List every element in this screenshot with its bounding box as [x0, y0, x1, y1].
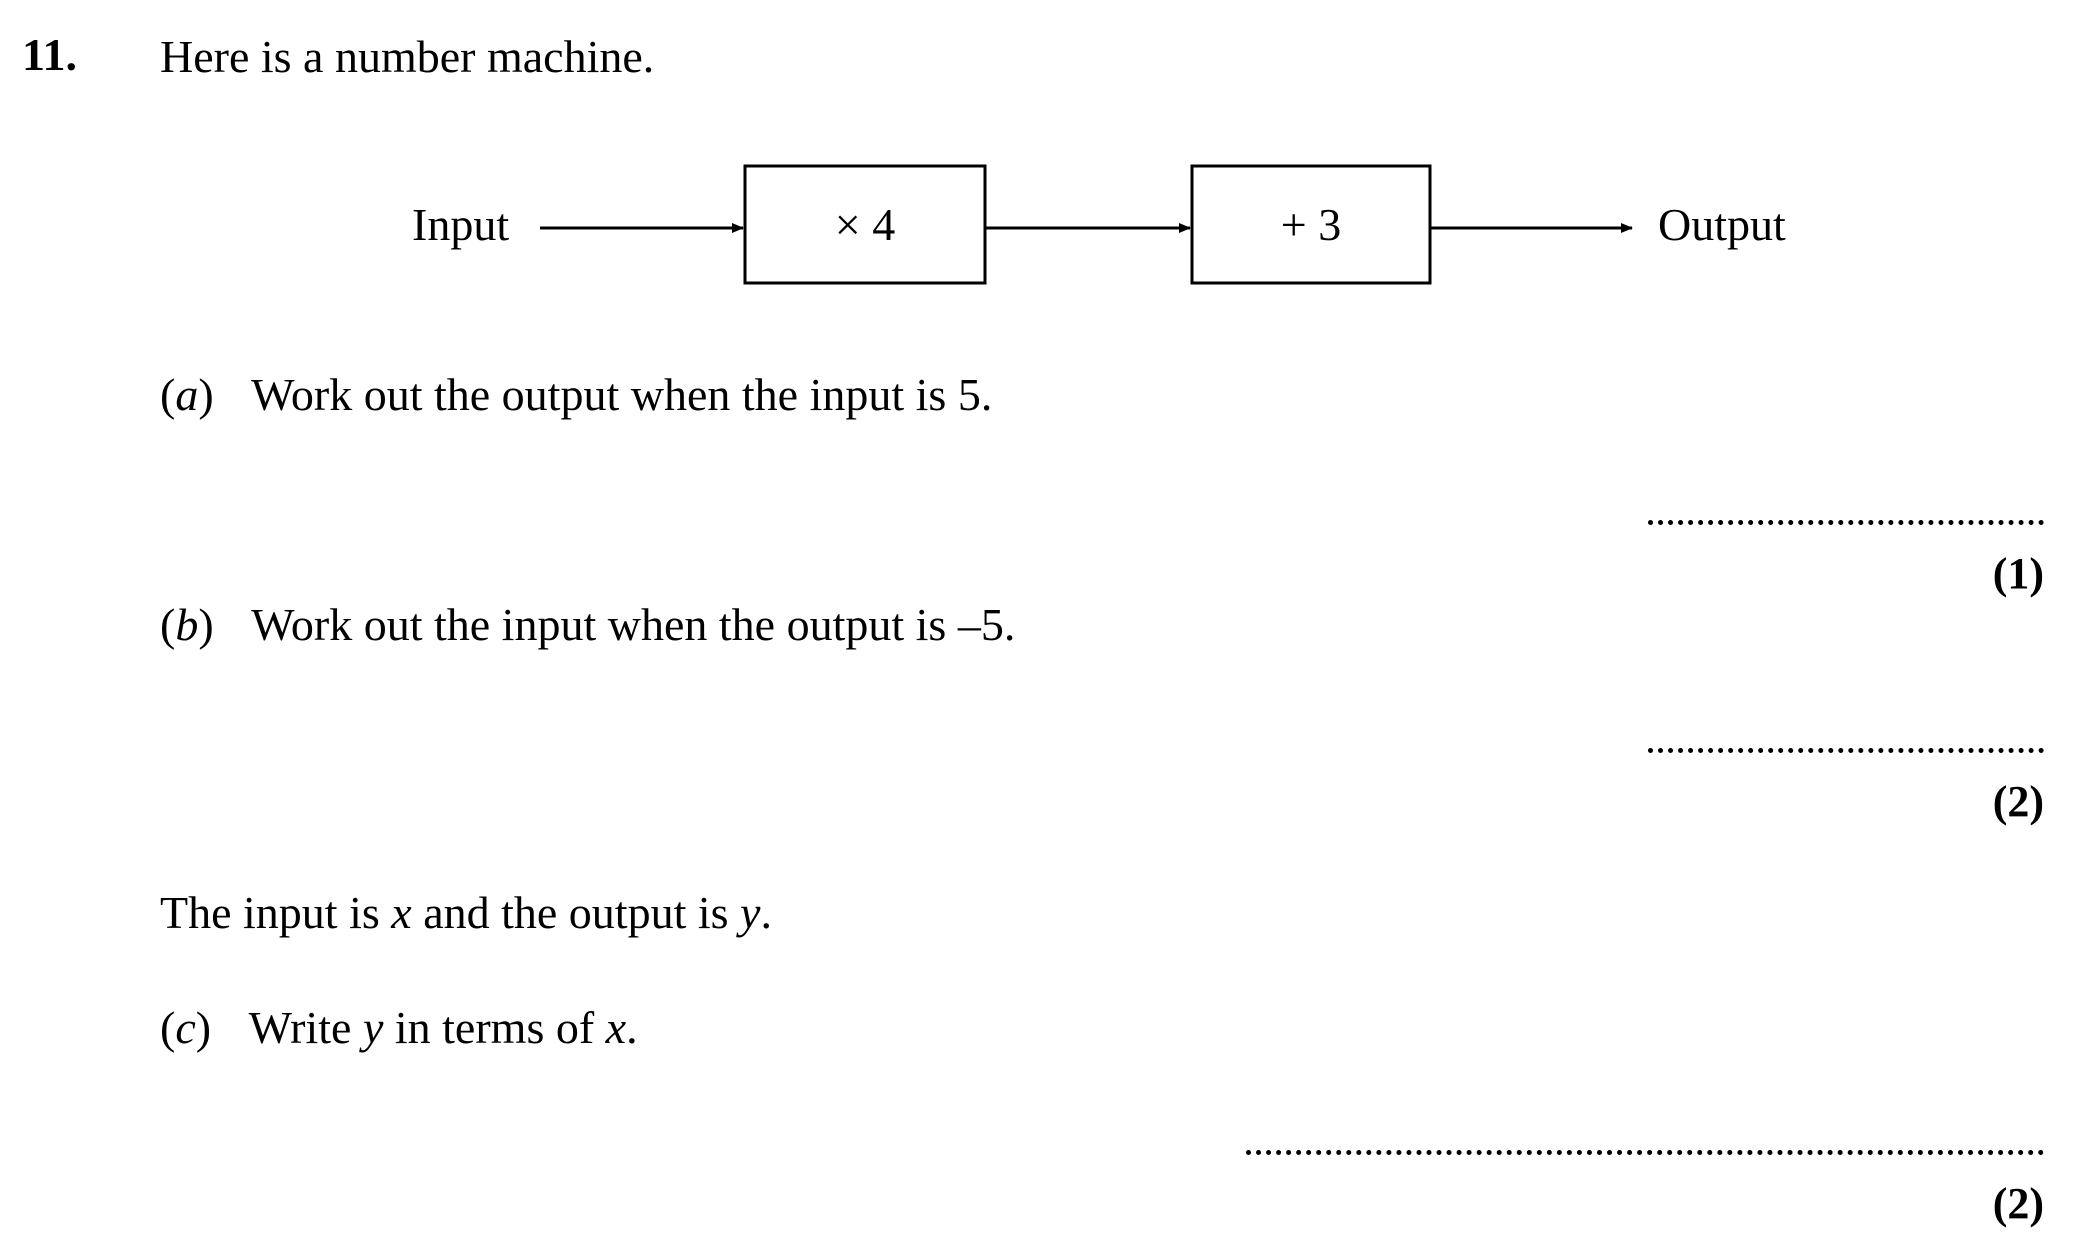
- machine-input-label: Input: [412, 199, 509, 250]
- part-b-question: (b) Work out the input when the output i…: [160, 602, 1015, 648]
- part-b-label: (b): [160, 599, 214, 650]
- part-a-marks: (1): [1992, 549, 2044, 598]
- machine-box-multiply: [743, 164, 987, 285]
- part-a-answer-line[interactable]: [1648, 520, 2044, 525]
- part-c-question: (c) Write y in terms of x.: [160, 1005, 638, 1051]
- part-a-text: Work out the output when the input is 5.: [251, 369, 993, 420]
- question-intro: Here is a number machine.: [160, 31, 655, 82]
- part-c-marks: (2): [1992, 1179, 2044, 1228]
- part-a-label: (a): [160, 369, 214, 420]
- part-b-text: Work out the input when the output is –5…: [251, 599, 1016, 650]
- part-a-question: (a) Work out the output when the input i…: [160, 372, 992, 418]
- machine-box-add: [1190, 164, 1432, 285]
- question-number: 11.: [22, 29, 77, 80]
- input-output-statement: The input is x and the output is y.: [160, 887, 772, 938]
- part-c-label: (c): [160, 1002, 212, 1053]
- machine-step2-label: + 3: [1281, 199, 1341, 250]
- machine-output-label: Output: [1658, 199, 1786, 250]
- machine-step1-label: × 4: [835, 199, 895, 250]
- part-c-answer-line[interactable]: [1246, 1150, 2044, 1155]
- number-machine-diagram: Input × 4 + 3 Output: [412, 164, 1786, 285]
- part-b-answer-line[interactable]: [1648, 748, 2044, 753]
- part-b-marks: (2): [1992, 777, 2044, 826]
- part-c-text: Write y in terms of x.: [248, 1002, 638, 1053]
